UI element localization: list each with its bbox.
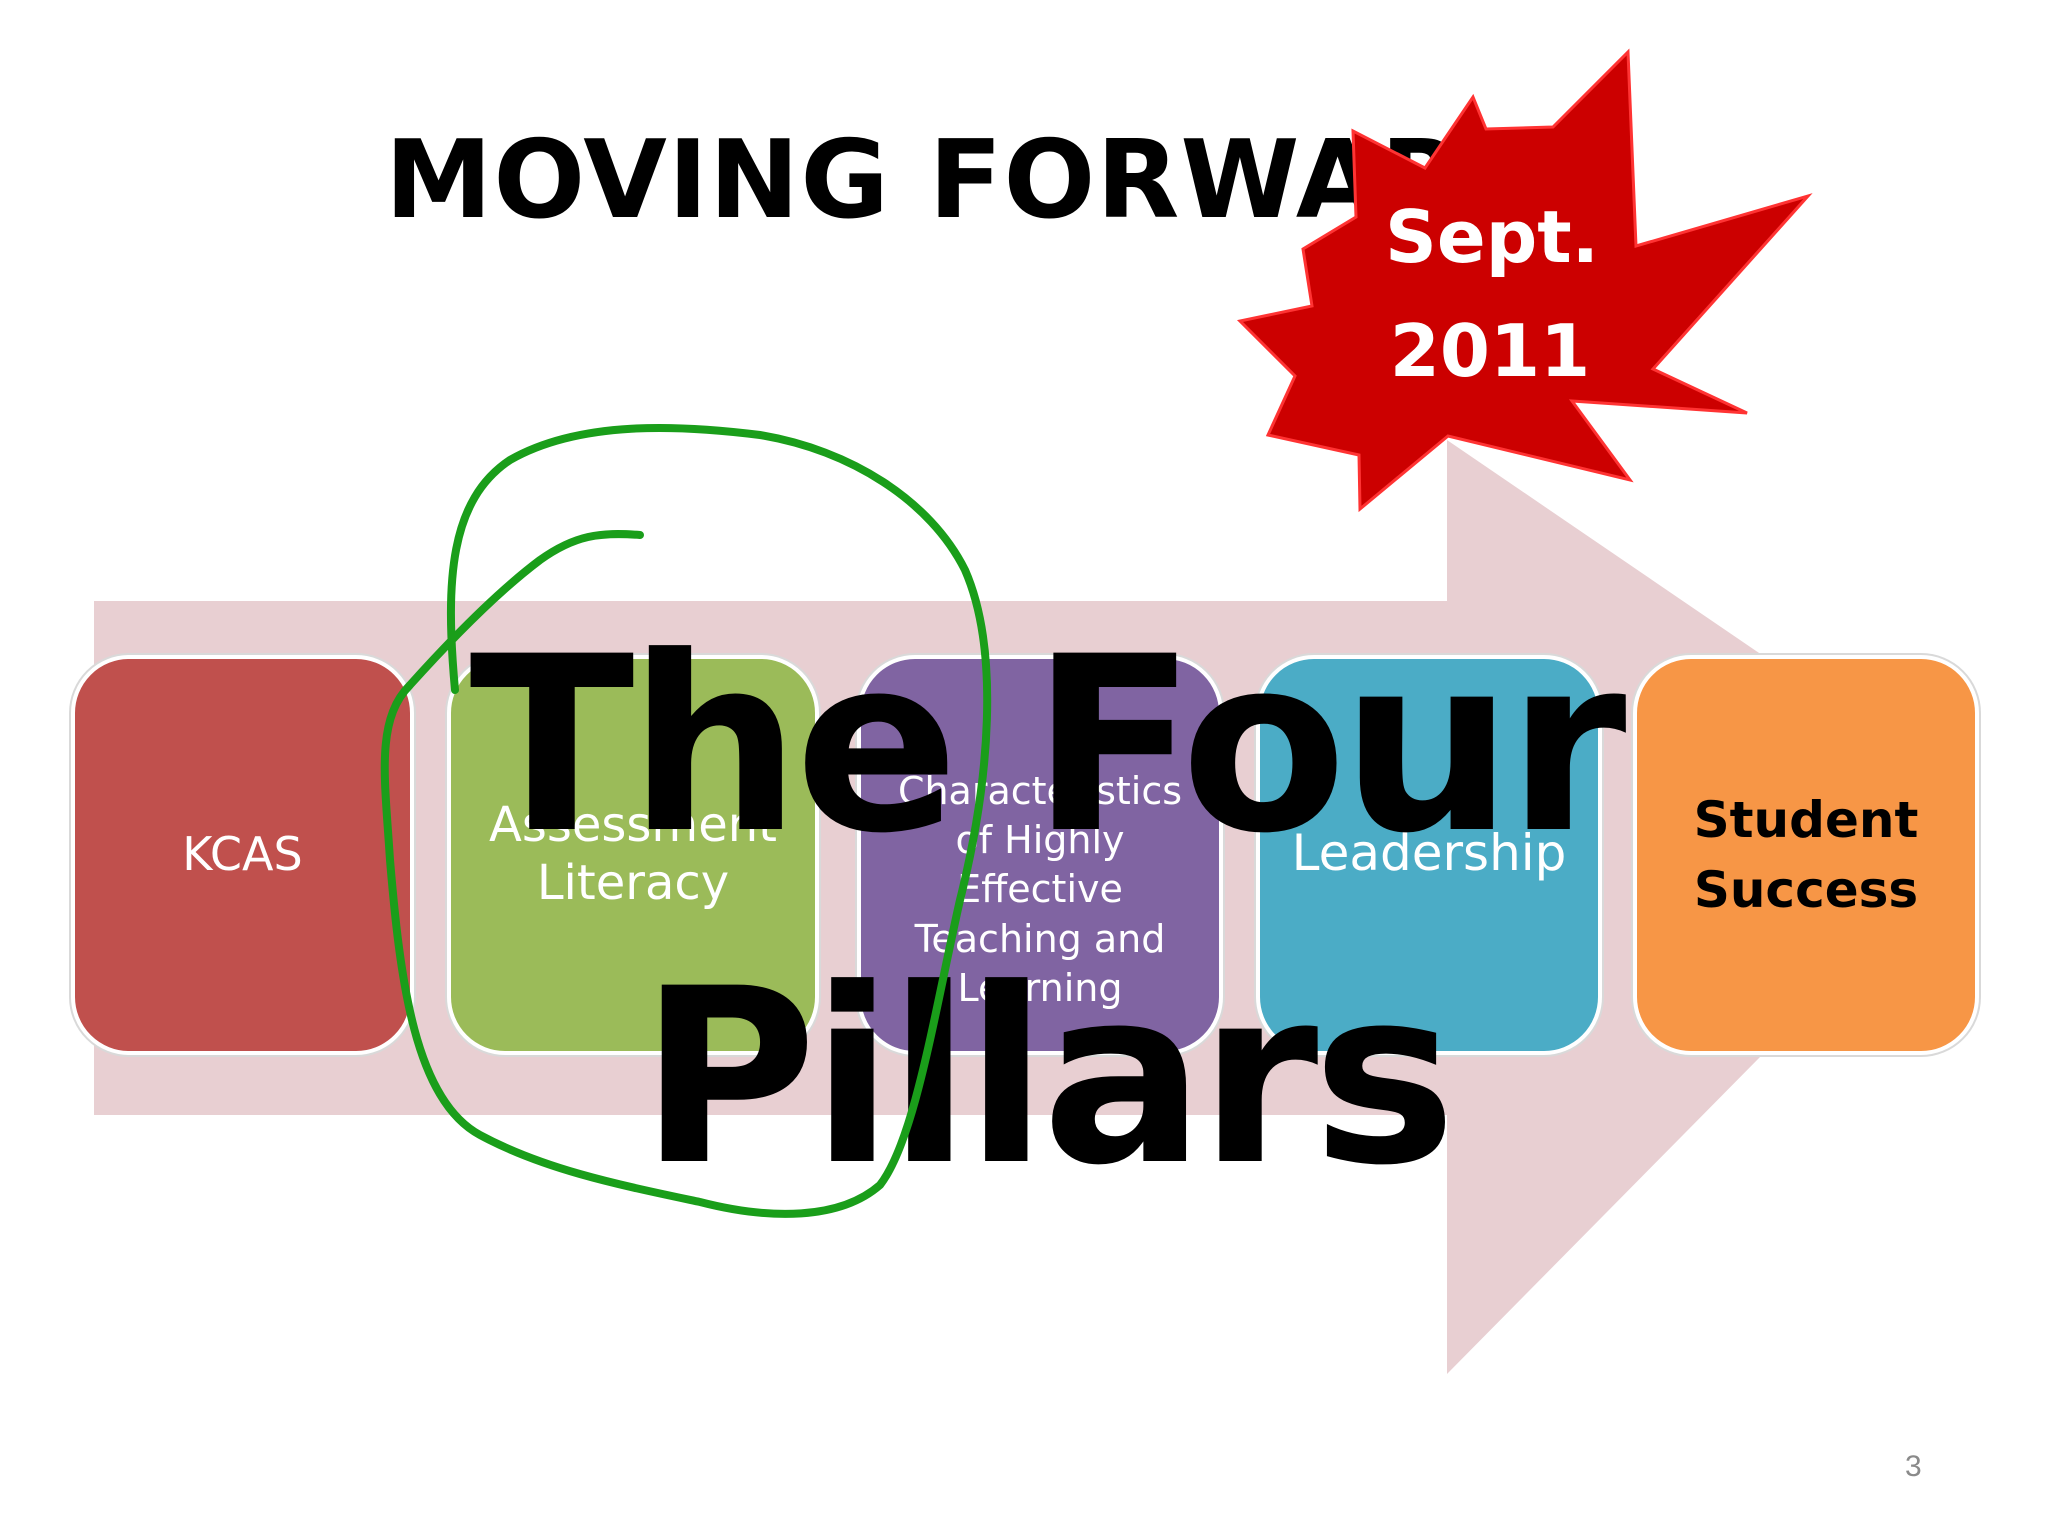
step-assessment-literacy: Assessment Literacy: [447, 655, 819, 1055]
burst-month-label: Sept.: [1385, 195, 1599, 279]
step-leadership: Leadership: [1256, 655, 1602, 1055]
step-assessment-literacy-label: Assessment Literacy: [489, 797, 777, 911]
page-number: 3: [1905, 1450, 1922, 1483]
step-characteristics-label: Characteristics of Highly Effective Teac…: [897, 768, 1183, 1011]
four-pillars-overlay-text: The Four Pillars: [469, 605, 1626, 1219]
step-student-success: Student Success: [1633, 655, 1979, 1055]
step-characteristics: Characteristics of Highly Effective Teac…: [857, 655, 1223, 1055]
burst-year-label: 2011: [1390, 309, 1590, 393]
step-kcas: KCAS: [71, 655, 414, 1055]
step-student-success-label: Student Success: [1693, 791, 1919, 919]
step-kcas-label: KCAS: [182, 827, 303, 882]
step-leadership-label: Leadership: [1291, 823, 1567, 882]
